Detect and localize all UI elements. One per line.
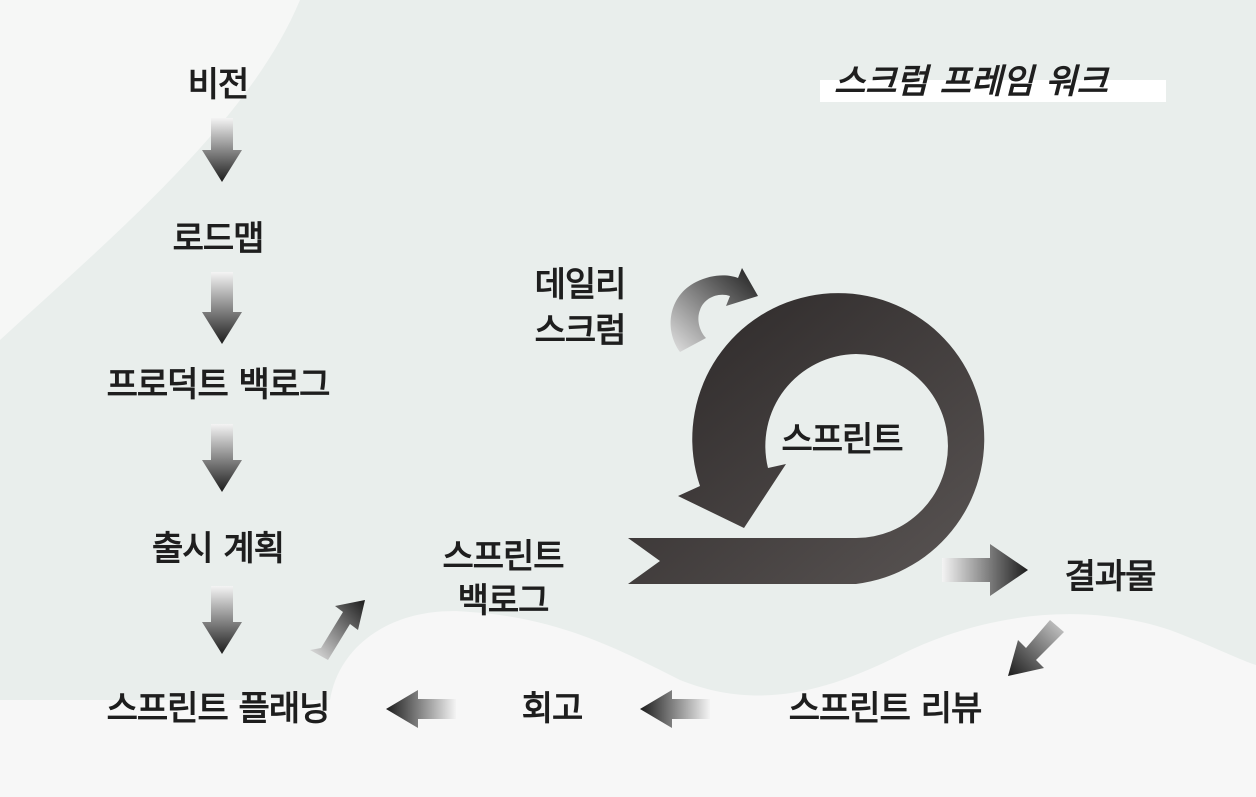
node-release-plan: 출시 계획 <box>152 529 285 569</box>
arrow-down-vision-roadmap <box>202 118 242 182</box>
arrow-left-review-retro <box>640 690 710 728</box>
daily-scrum-curl-arrow <box>670 268 758 352</box>
arrow-left-retro-planning <box>386 690 456 728</box>
arrow-down-roadmap-backlog <box>202 272 242 344</box>
node-vision: 비전 <box>187 65 250 105</box>
node-daily-scrum-line1: 데일리 <box>534 265 627 305</box>
node-roadmap: 로드맵 <box>172 219 265 259</box>
arrow-down-backlog-release <box>202 424 242 492</box>
node-sprint-backlog-line1: 스프린트 <box>442 537 564 577</box>
arrow-down-left-deliverable-review <box>1008 620 1064 676</box>
arrow-right-sprint-deliverable <box>942 544 1028 596</box>
node-daily-scrum-line2: 스크럼 <box>534 311 627 351</box>
sprint-loop-arrow <box>628 293 985 584</box>
diagram-title: 스크럼 프레임 워크 <box>820 62 1166 104</box>
arrow-up-right-planning-backlog <box>310 600 365 660</box>
node-sprint-backlog-line2: 백로그 <box>457 581 550 621</box>
node-product-backlog: 프로덕트 백로그 <box>106 365 331 405</box>
background-bottom-left <box>0 700 340 797</box>
arrow-down-release-planning <box>202 586 242 654</box>
node-sprint-planning: 스프린트 플래닝 <box>106 689 331 729</box>
title-highlight-bar <box>820 80 1166 102</box>
background-left-curve <box>0 0 300 340</box>
node-retrospective: 회고 <box>521 689 584 729</box>
node-sprint-review: 스프린트 리뷰 <box>788 689 983 729</box>
node-sprint: 스프린트 <box>781 420 903 460</box>
node-deliverable: 결과물 <box>1064 557 1157 597</box>
title-text: 스크럼 프레임 워크 <box>834 62 1108 102</box>
